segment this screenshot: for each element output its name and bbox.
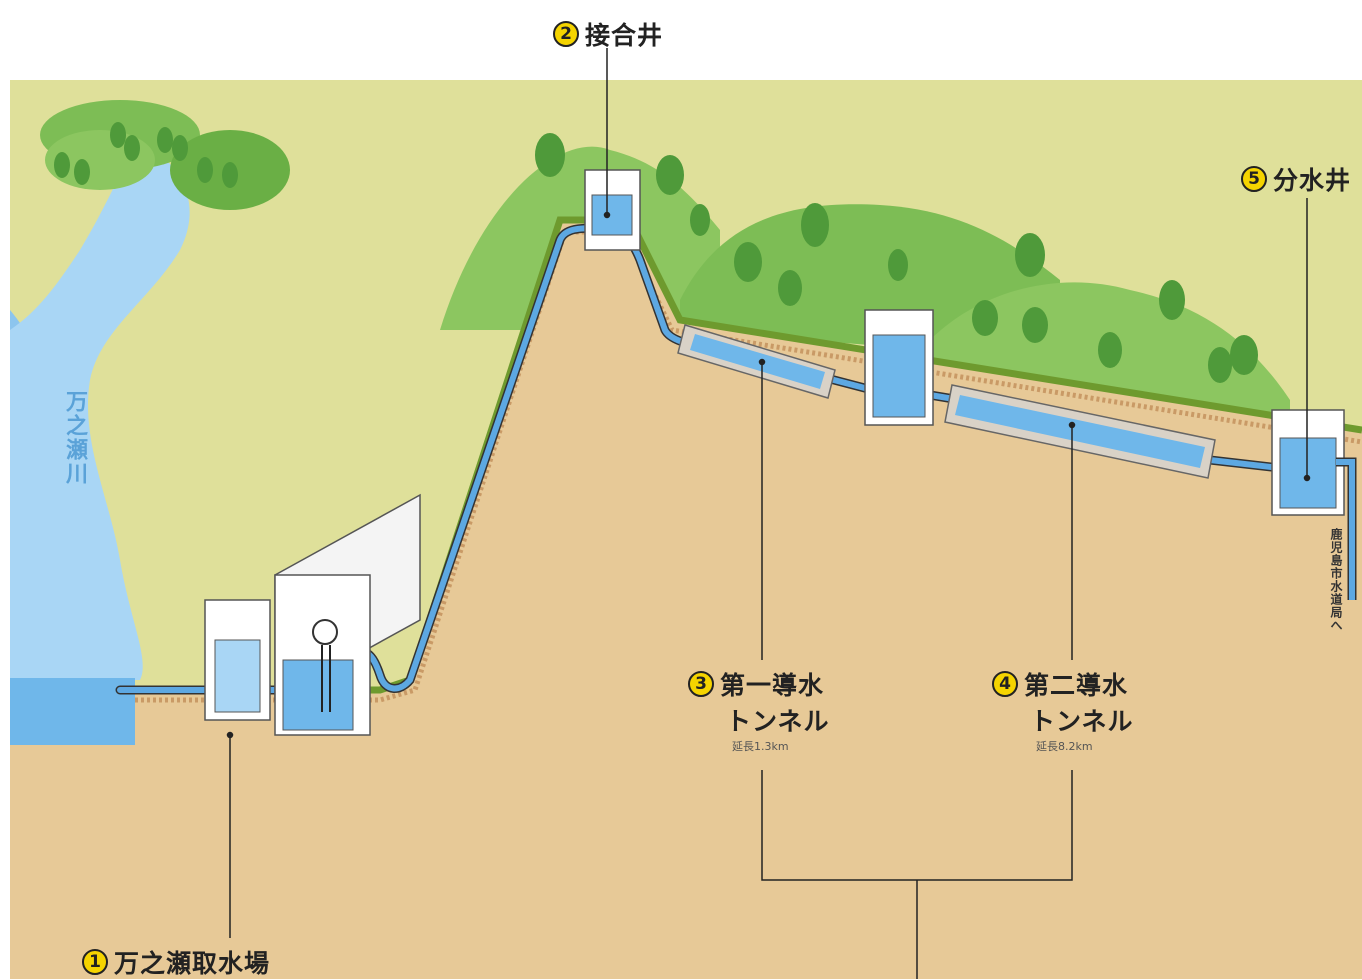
tunnel-2-water (955, 395, 1205, 468)
distribution-well-water (1279, 437, 1337, 509)
intermediate-well-water (872, 334, 926, 418)
badge-4: 4 (992, 671, 1018, 697)
tunnel-1-line2: トンネル (726, 707, 830, 736)
badge-1: 1 (82, 949, 108, 975)
ground-edge (135, 216, 1362, 694)
tunnel-1-water (690, 334, 825, 389)
pump (312, 619, 338, 645)
water-pipe (117, 224, 1283, 693)
tunnel-2-length: 延長8.2km (1036, 740, 1093, 753)
outlet-label: 鹿児島市水道局へ (1329, 528, 1343, 632)
river-pool (10, 678, 135, 746)
tunnel-2-line2: トンネル (1030, 707, 1134, 736)
tunnel-2-line1: 第二導水 (1024, 671, 1129, 700)
intake-water (214, 639, 261, 713)
leader-lines (226, 48, 1311, 979)
river (10, 140, 190, 680)
pump-well (282, 659, 354, 731)
junction-well-label: 接合井 (585, 21, 664, 50)
intake-label: 万之瀬取水場 (114, 949, 271, 978)
trees (54, 122, 1258, 383)
tunnel-1-line1: 第一導水 (720, 671, 825, 700)
badge-5: 5 (1241, 166, 1267, 192)
river-name: 万之瀬川 (62, 390, 87, 486)
outlet-pipe (1336, 459, 1355, 600)
badge-3: 3 (688, 671, 714, 697)
distribution-well-label: 分水井 (1273, 166, 1352, 195)
junction-well-water (591, 194, 633, 236)
tunnel-1-length: 延長1.3km (732, 740, 789, 753)
badge-2: 2 (553, 21, 579, 47)
